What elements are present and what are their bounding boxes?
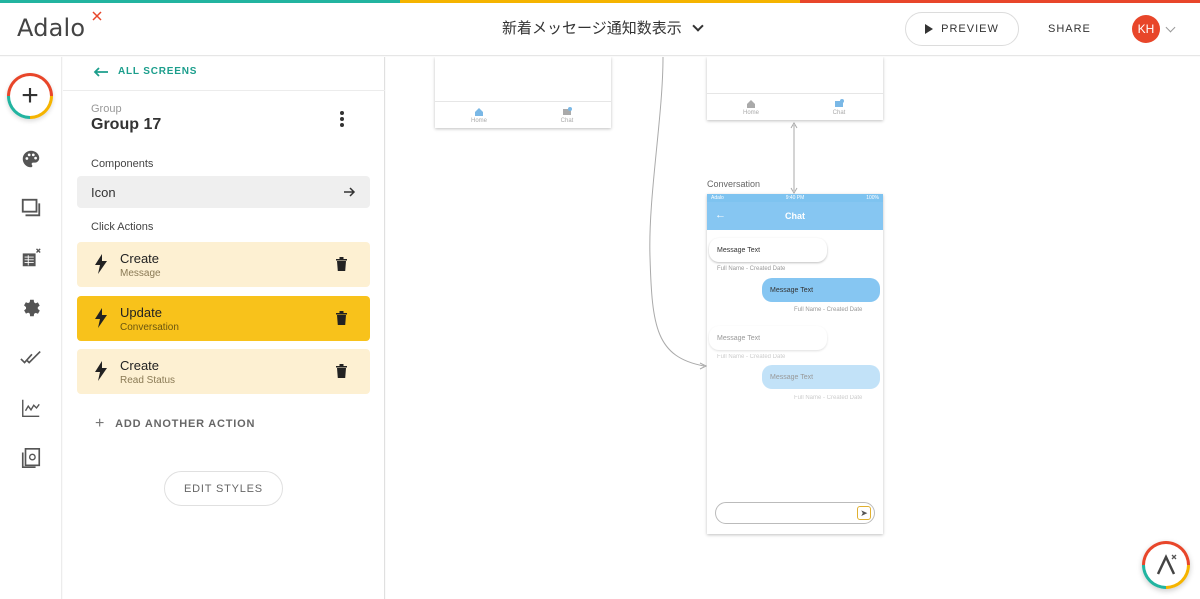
top-bar: Adalo 新着メッセージ通知数表示 PREVIEW SHARE KH: [0, 0, 1200, 56]
action-create-read-status[interactable]: Create Read Status: [77, 349, 370, 394]
analytics-icon[interactable]: [20, 397, 42, 419]
chat-header: ← Chat: [707, 202, 883, 230]
plus-icon: +: [10, 76, 50, 116]
back-arrow-icon[interactable]: ←: [715, 209, 726, 221]
edit-styles-button[interactable]: EDIT STYLES: [164, 471, 283, 506]
action-subtitle: Conversation: [120, 322, 179, 333]
action-title: Create: [120, 358, 160, 373]
message-bubble[interactable]: Message Text: [762, 365, 880, 389]
chat-title: Chat: [785, 211, 805, 221]
link-connectors: [649, 57, 798, 370]
trash-icon[interactable]: [336, 364, 347, 378]
home-icon: [475, 107, 483, 116]
tab-chat: Chat: [523, 102, 611, 128]
message-bubble[interactable]: Message Text: [762, 278, 880, 302]
arrow-right-icon: [344, 187, 356, 197]
play-icon: [925, 24, 934, 34]
all-screens-link[interactable]: ALL SCREENS: [93, 66, 197, 77]
trash-icon[interactable]: [336, 257, 347, 271]
palette-icon[interactable]: [20, 148, 42, 170]
arrow-left-icon: [93, 66, 108, 77]
preview-label: PREVIEW: [941, 23, 999, 35]
adalo-mark-icon: [1145, 544, 1187, 586]
message-meta: Full Name - Created Date: [717, 354, 786, 360]
divider: [63, 90, 385, 91]
left-rail: +: [0, 57, 62, 599]
adalo-logo[interactable]: Adalo: [17, 14, 86, 42]
publish-check-icon[interactable]: [20, 347, 42, 369]
tab-home: Home: [435, 102, 523, 128]
group-name[interactable]: Group 17: [91, 116, 162, 133]
chevron-down-icon: [692, 19, 704, 32]
component-name: Icon: [91, 184, 116, 200]
more-options-icon[interactable]: [339, 111, 345, 127]
action-update-conversation[interactable]: Update Conversation: [77, 296, 370, 341]
add-another-action-button[interactable]: + ADD ANOTHER ACTION: [95, 415, 255, 433]
tab-chat: Chat: [795, 94, 883, 120]
chat-icon: [835, 98, 844, 107]
versions-icon[interactable]: [20, 447, 42, 469]
builder-canvas[interactable]: Home Chat Home Chat Conversation Adalo 9…: [386, 57, 1200, 599]
tab-bar: Home Chat: [435, 101, 611, 128]
lightning-icon: [95, 361, 107, 381]
all-screens-label: ALL SCREENS: [118, 66, 198, 77]
lightning-icon: [95, 254, 107, 274]
action-title: Update: [120, 305, 162, 320]
home-icon: [747, 99, 755, 108]
screen-thumbnail[interactable]: Home Chat: [707, 57, 883, 120]
gear-icon[interactable]: [20, 297, 42, 319]
action-create-message[interactable]: Create Message: [77, 242, 370, 287]
group-label: Group: [91, 103, 122, 115]
accent-stripe: [0, 0, 1200, 3]
message-meta: Full Name - Created Date: [794, 307, 863, 313]
chevron-down-icon[interactable]: [1165, 22, 1176, 33]
plus-icon: +: [95, 415, 106, 432]
screens-icon[interactable]: [20, 197, 42, 219]
action-title: Create: [120, 251, 160, 266]
action-subtitle: Message: [120, 268, 161, 279]
avatar[interactable]: KH: [1132, 15, 1160, 43]
message-bubble[interactable]: Message Text: [709, 326, 827, 350]
components-label: Components: [91, 158, 154, 170]
send-icon[interactable]: ➤: [857, 506, 871, 520]
message-meta: Full Name - Created Date: [794, 395, 863, 401]
logo-spark-icon: [92, 11, 102, 21]
screen-name-label[interactable]: Conversation: [707, 179, 761, 189]
tab-bar: Home Chat: [707, 93, 883, 120]
conversation-screen[interactable]: Adalo 9:40 PM 100% ← Chat Message Text F…: [707, 194, 883, 534]
database-icon[interactable]: [20, 247, 42, 269]
add-component-button[interactable]: +: [7, 73, 53, 119]
component-panel: ALL SCREENS Group Group 17 Components Ic…: [63, 57, 385, 599]
chat-icon: [563, 106, 572, 115]
share-button[interactable]: SHARE: [1048, 23, 1091, 35]
screen-thumbnail[interactable]: Home Chat: [435, 57, 611, 128]
lightning-icon: [95, 308, 107, 328]
message-bubble[interactable]: Message Text: [709, 238, 827, 262]
status-bar: Adalo 9:40 PM 100%: [707, 194, 883, 202]
help-button[interactable]: [1142, 541, 1190, 589]
preview-button[interactable]: PREVIEW: [905, 12, 1019, 46]
trash-icon[interactable]: [336, 311, 347, 325]
message-meta: Full Name - Created Date: [717, 266, 786, 272]
action-subtitle: Read Status: [120, 375, 176, 386]
app-title: 新着メッセージ通知数表示: [502, 19, 682, 37]
message-input[interactable]: ➤: [715, 502, 875, 524]
add-action-label: ADD ANOTHER ACTION: [115, 418, 256, 430]
tab-home: Home: [707, 94, 795, 120]
click-actions-label: Click Actions: [91, 221, 154, 233]
app-title-dropdown[interactable]: 新着メッセージ通知数表示: [502, 17, 704, 38]
component-row-icon[interactable]: Icon: [77, 176, 370, 208]
